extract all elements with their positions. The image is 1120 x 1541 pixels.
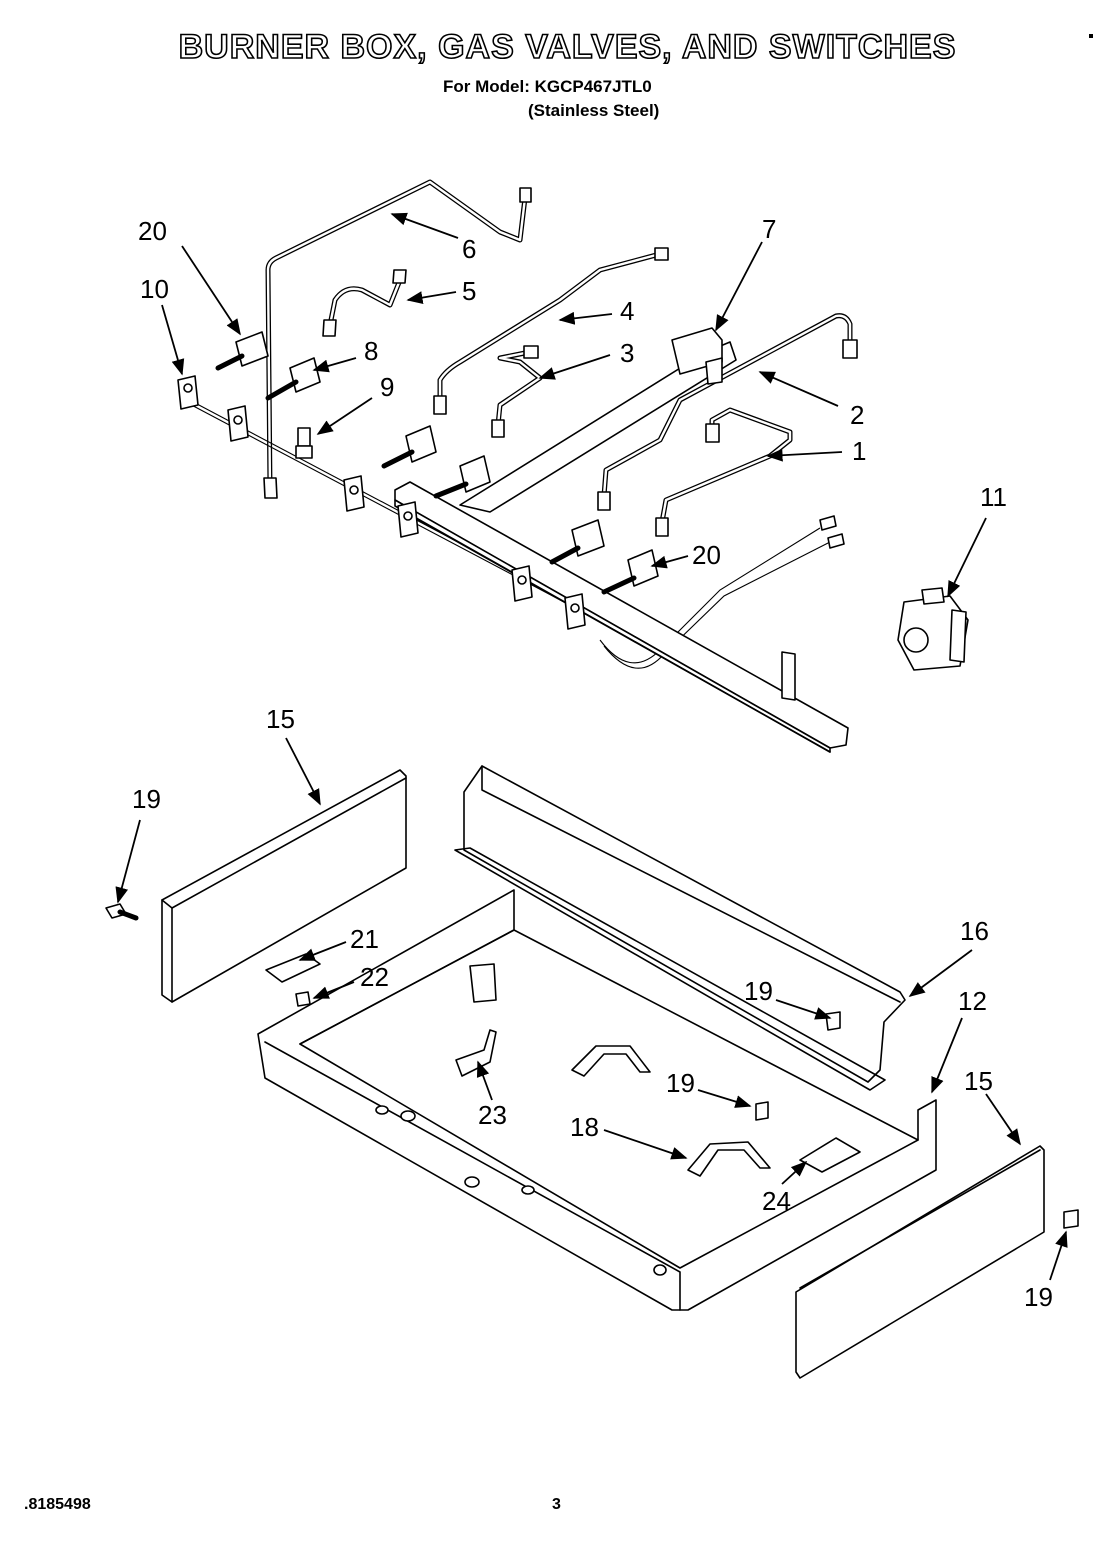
callout-16: 16 xyxy=(960,916,989,946)
callouts: 6 5 4 3 7 20 10 8 9 2 1 20 11 15 19 21 2… xyxy=(132,214,1053,1312)
callout-22: 22 xyxy=(360,962,389,992)
igniter-wire-harness xyxy=(179,394,845,676)
leader-lines xyxy=(115,212,1068,1281)
callout-9: 9 xyxy=(380,372,394,402)
side-panel-right xyxy=(795,1145,1045,1379)
callout-23: 23 xyxy=(478,1100,507,1130)
brackets xyxy=(265,953,861,1177)
side-panel-left xyxy=(161,769,407,1003)
callout-8: 8 xyxy=(364,336,378,366)
gas-tube-4 xyxy=(433,247,669,415)
callout-24: 24 xyxy=(762,1186,791,1216)
gas-valves xyxy=(215,331,659,595)
manifold-pipe xyxy=(459,327,737,513)
gas-tube-3 xyxy=(491,345,543,438)
callout-19-right: 19 xyxy=(1024,1282,1053,1312)
burner-box-rear xyxy=(454,765,906,1091)
callout-15-left: 15 xyxy=(266,704,295,734)
burner-rail xyxy=(394,481,849,753)
orifice-hood xyxy=(295,427,313,459)
burner-box-tray xyxy=(257,889,937,1311)
finish-line: (Stainless Steel) xyxy=(528,101,660,120)
callout-10: 10 xyxy=(140,274,169,304)
callout-18: 18 xyxy=(570,1112,599,1142)
callout-20-bottom: 20 xyxy=(692,540,721,570)
callout-19-lower: 19 xyxy=(666,1068,695,1098)
callout-3: 3 xyxy=(620,338,634,368)
gas-tube-1 xyxy=(655,407,793,537)
callout-7: 7 xyxy=(762,214,776,244)
callout-15-right: 15 xyxy=(964,1066,993,1096)
callout-6: 6 xyxy=(462,234,476,264)
screws xyxy=(105,903,1079,1229)
callout-19-left: 19 xyxy=(132,784,161,814)
corner-mark xyxy=(1089,34,1093,38)
callout-20-top: 20 xyxy=(138,216,167,246)
callout-1: 1 xyxy=(852,436,866,466)
callout-2: 2 xyxy=(850,400,864,430)
document-number: .8185498 xyxy=(24,1496,91,1513)
gas-tube-5 xyxy=(322,269,407,337)
callout-12: 12 xyxy=(958,986,987,1016)
page-number: 3 xyxy=(552,1496,561,1513)
callout-21: 21 xyxy=(350,924,379,954)
model-line: For Model: KGCP467JTL0 xyxy=(443,77,652,96)
gas-tube-2 xyxy=(597,313,858,511)
callout-19-center: 19 xyxy=(744,976,773,1006)
callout-11: 11 xyxy=(980,482,1007,512)
page-title: BURNER BOX, GAS VALVES, AND SWITCHES xyxy=(178,27,957,67)
callout-5: 5 xyxy=(462,276,476,306)
igniter-switches xyxy=(177,375,586,630)
callout-4: 4 xyxy=(620,296,634,326)
pressure-regulator xyxy=(897,587,969,671)
gas-tube-6 xyxy=(263,179,532,499)
